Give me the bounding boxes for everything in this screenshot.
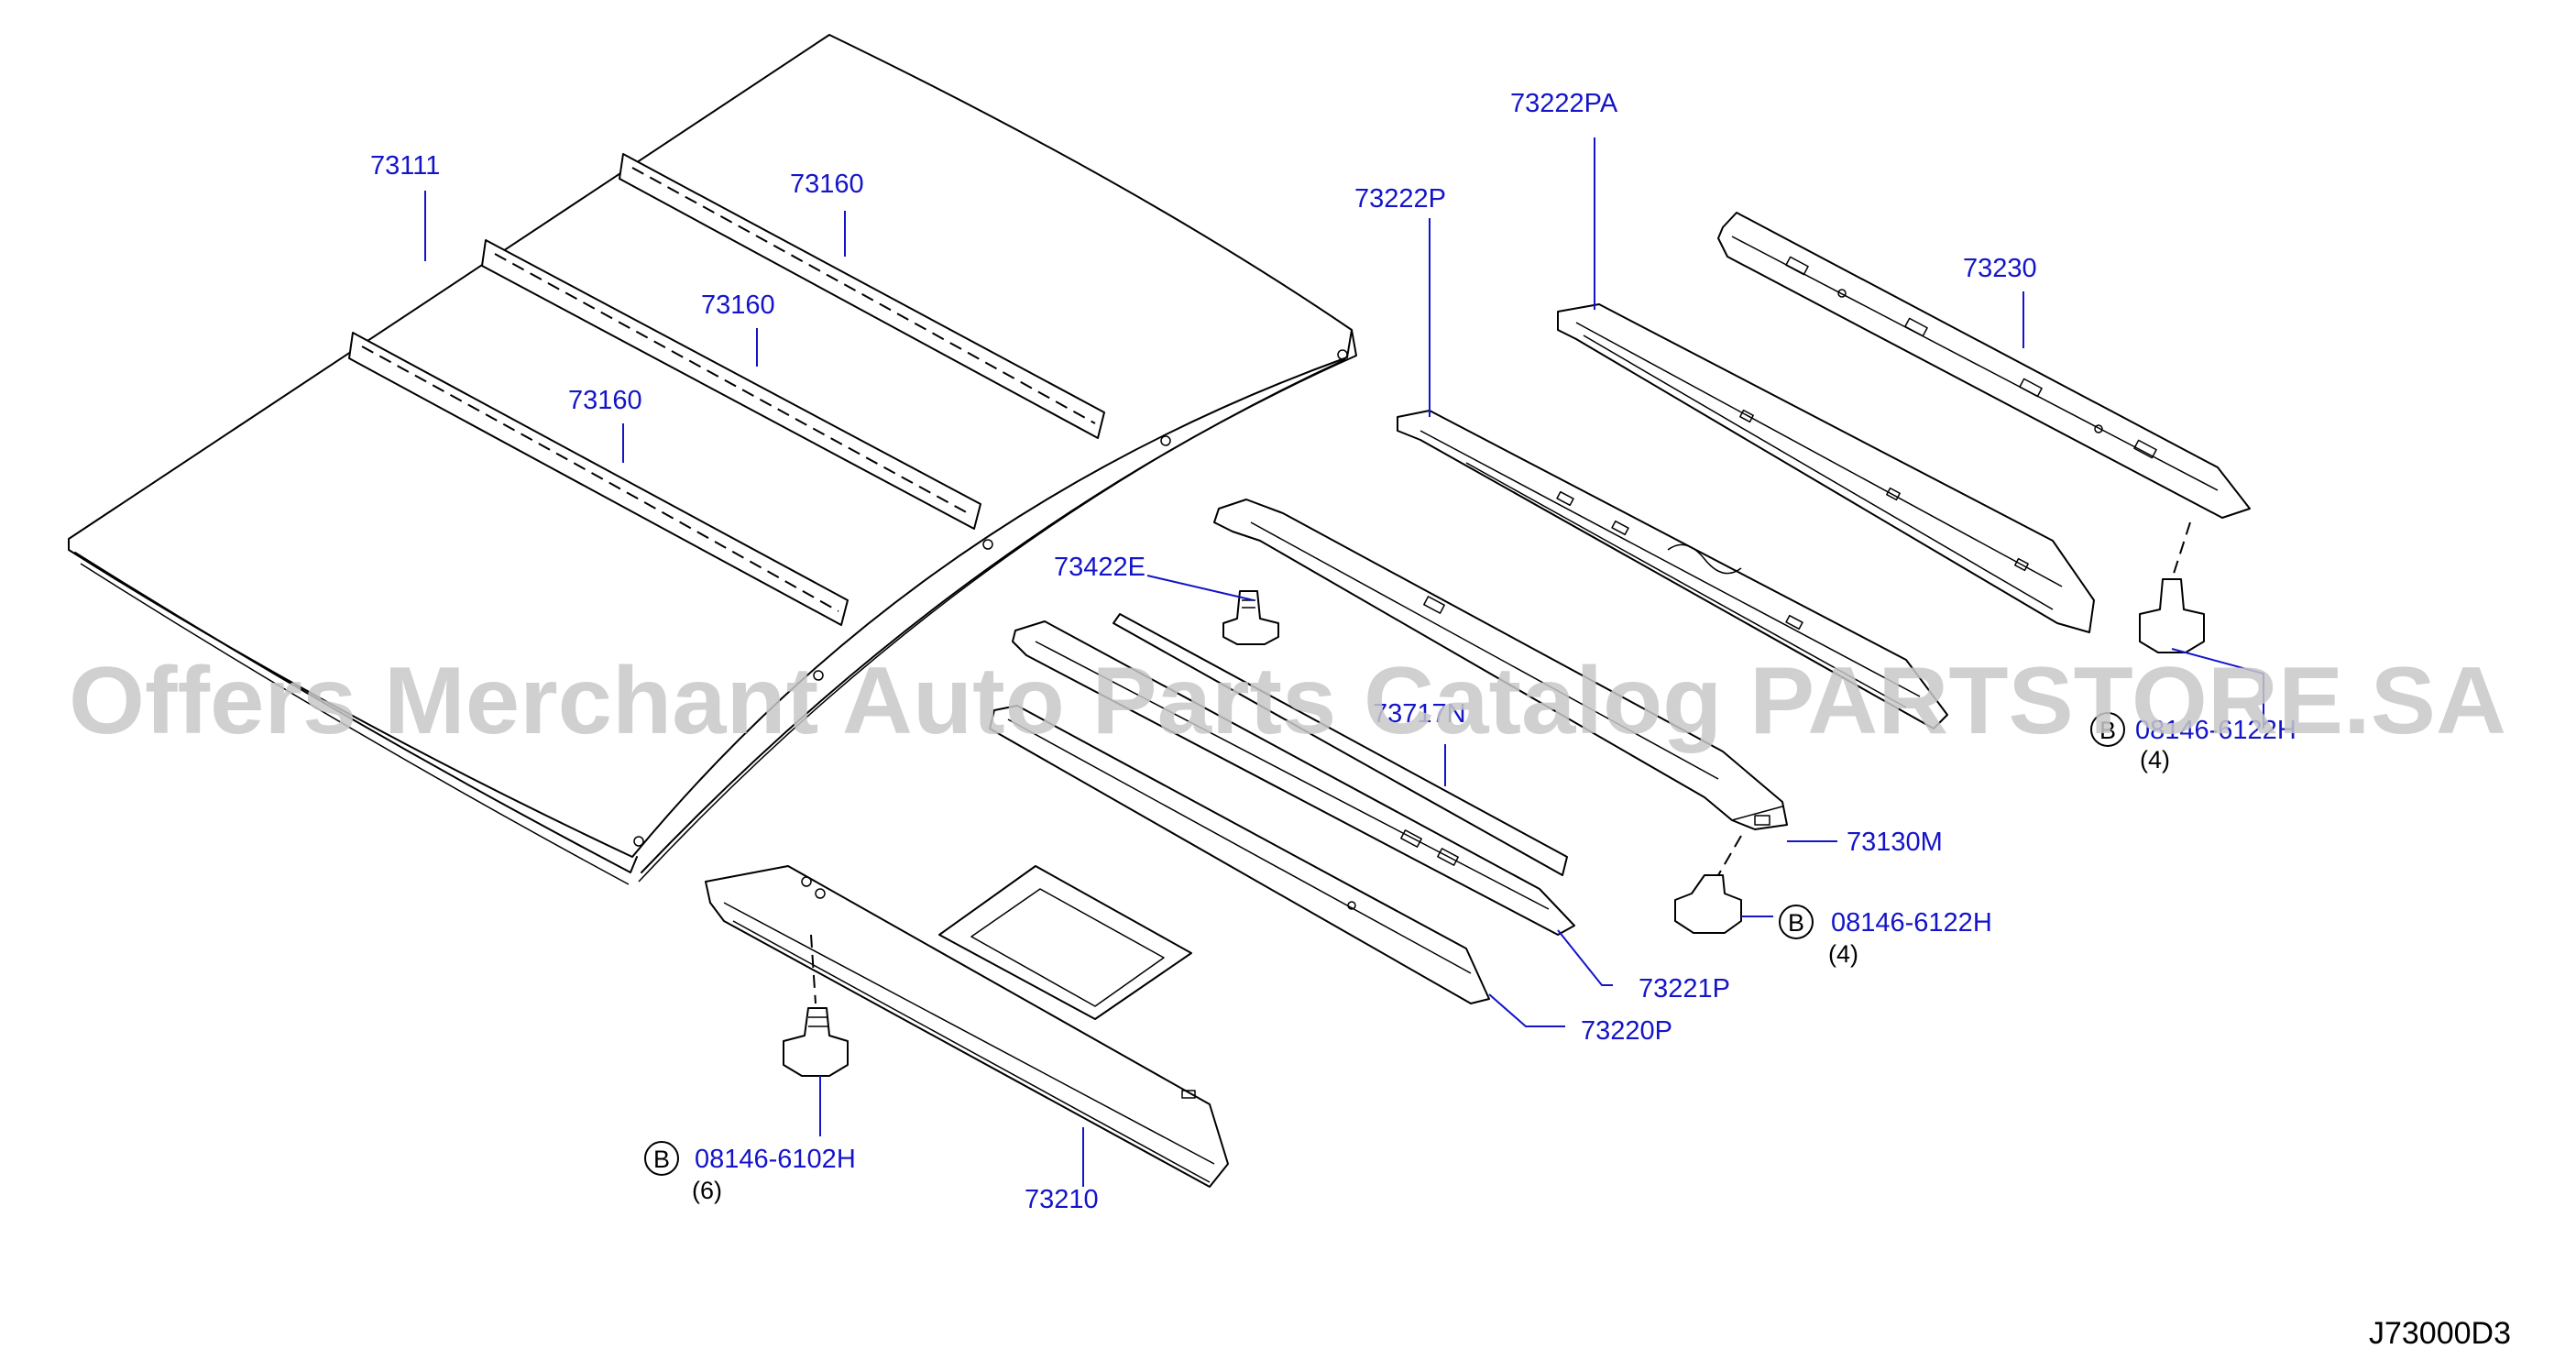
badge-b: B xyxy=(653,1146,670,1173)
label-roof-bow-3: 73160 xyxy=(568,386,642,415)
label-strip-73717n: 73717N xyxy=(1373,699,1466,729)
badge-b: B xyxy=(2099,717,2116,744)
bolt-top-right[interactable] xyxy=(2139,521,2205,653)
label-rail-73220p: 73220P xyxy=(1581,1016,1672,1046)
label-roof-bow-2: 73160 xyxy=(701,291,775,320)
roof-panel[interactable] xyxy=(68,34,1357,885)
fastener-callout-left: B 08146-6102H (6) xyxy=(644,1141,856,1204)
label-roof-panel: 73111 xyxy=(370,151,440,181)
roof-bow-2[interactable] xyxy=(481,239,981,530)
fastener-quantity: (4) xyxy=(2140,746,2170,773)
rail-with-bracket-73130m[interactable] xyxy=(1213,499,1788,830)
fastener-part-number: 08146-6102H xyxy=(695,1145,856,1174)
bolt-middle[interactable] xyxy=(1674,835,1742,934)
bolt-left[interactable] xyxy=(783,934,849,1077)
label-roof-bow-1: 73160 xyxy=(790,170,864,199)
rail-73221p[interactable] xyxy=(1012,620,1575,936)
roof-bow-3[interactable] xyxy=(348,332,849,626)
side-rail-73222p[interactable] xyxy=(1397,410,1948,729)
rear-rail-73230[interactable] xyxy=(1717,212,2251,519)
label-rail-73221p: 73221P xyxy=(1639,974,1730,1004)
label-bracket-73130m: 73130M xyxy=(1847,828,1943,857)
clip-73422e[interactable] xyxy=(1222,590,1279,645)
fastener-part-number: 08146-6122H xyxy=(2135,716,2296,745)
label-clip-73422e: 73422E xyxy=(1054,553,1145,582)
badge-b: B xyxy=(1788,909,1804,937)
fastener-callout-top-right: B 08146-6122H (4) xyxy=(2090,712,2296,773)
diagram-code: J73000D3 xyxy=(2369,1316,2511,1351)
fastener-part-number: 08146-6122H xyxy=(1831,908,1992,938)
front-rail-73210[interactable] xyxy=(705,865,1229,1188)
strip-73717n[interactable] xyxy=(1113,613,1568,876)
watermark: Offers Merchant Auto Parts Catalog PARTS… xyxy=(69,648,2506,754)
label-rail-73222p: 73222P xyxy=(1354,184,1446,214)
leader-lines xyxy=(424,137,2264,1187)
side-rail-73222pa[interactable] xyxy=(1557,303,2095,633)
label-rail-73230: 73230 xyxy=(1963,254,2037,283)
fastener-callout-middle: B 08146-6122H (4) xyxy=(1779,905,1992,968)
roof-bow-1[interactable] xyxy=(619,153,1105,439)
part-labels: 73111 73160 73160 73160 73222PA 73222P 7… xyxy=(370,89,2037,1214)
rail-73220p[interactable] xyxy=(989,705,1490,1004)
label-rail-73222pa: 73222PA xyxy=(1510,89,1618,118)
label-rail-73210: 73210 xyxy=(1025,1185,1099,1214)
fastener-quantity: (6) xyxy=(692,1177,722,1204)
fastener-quantity: (4) xyxy=(1828,940,1858,968)
